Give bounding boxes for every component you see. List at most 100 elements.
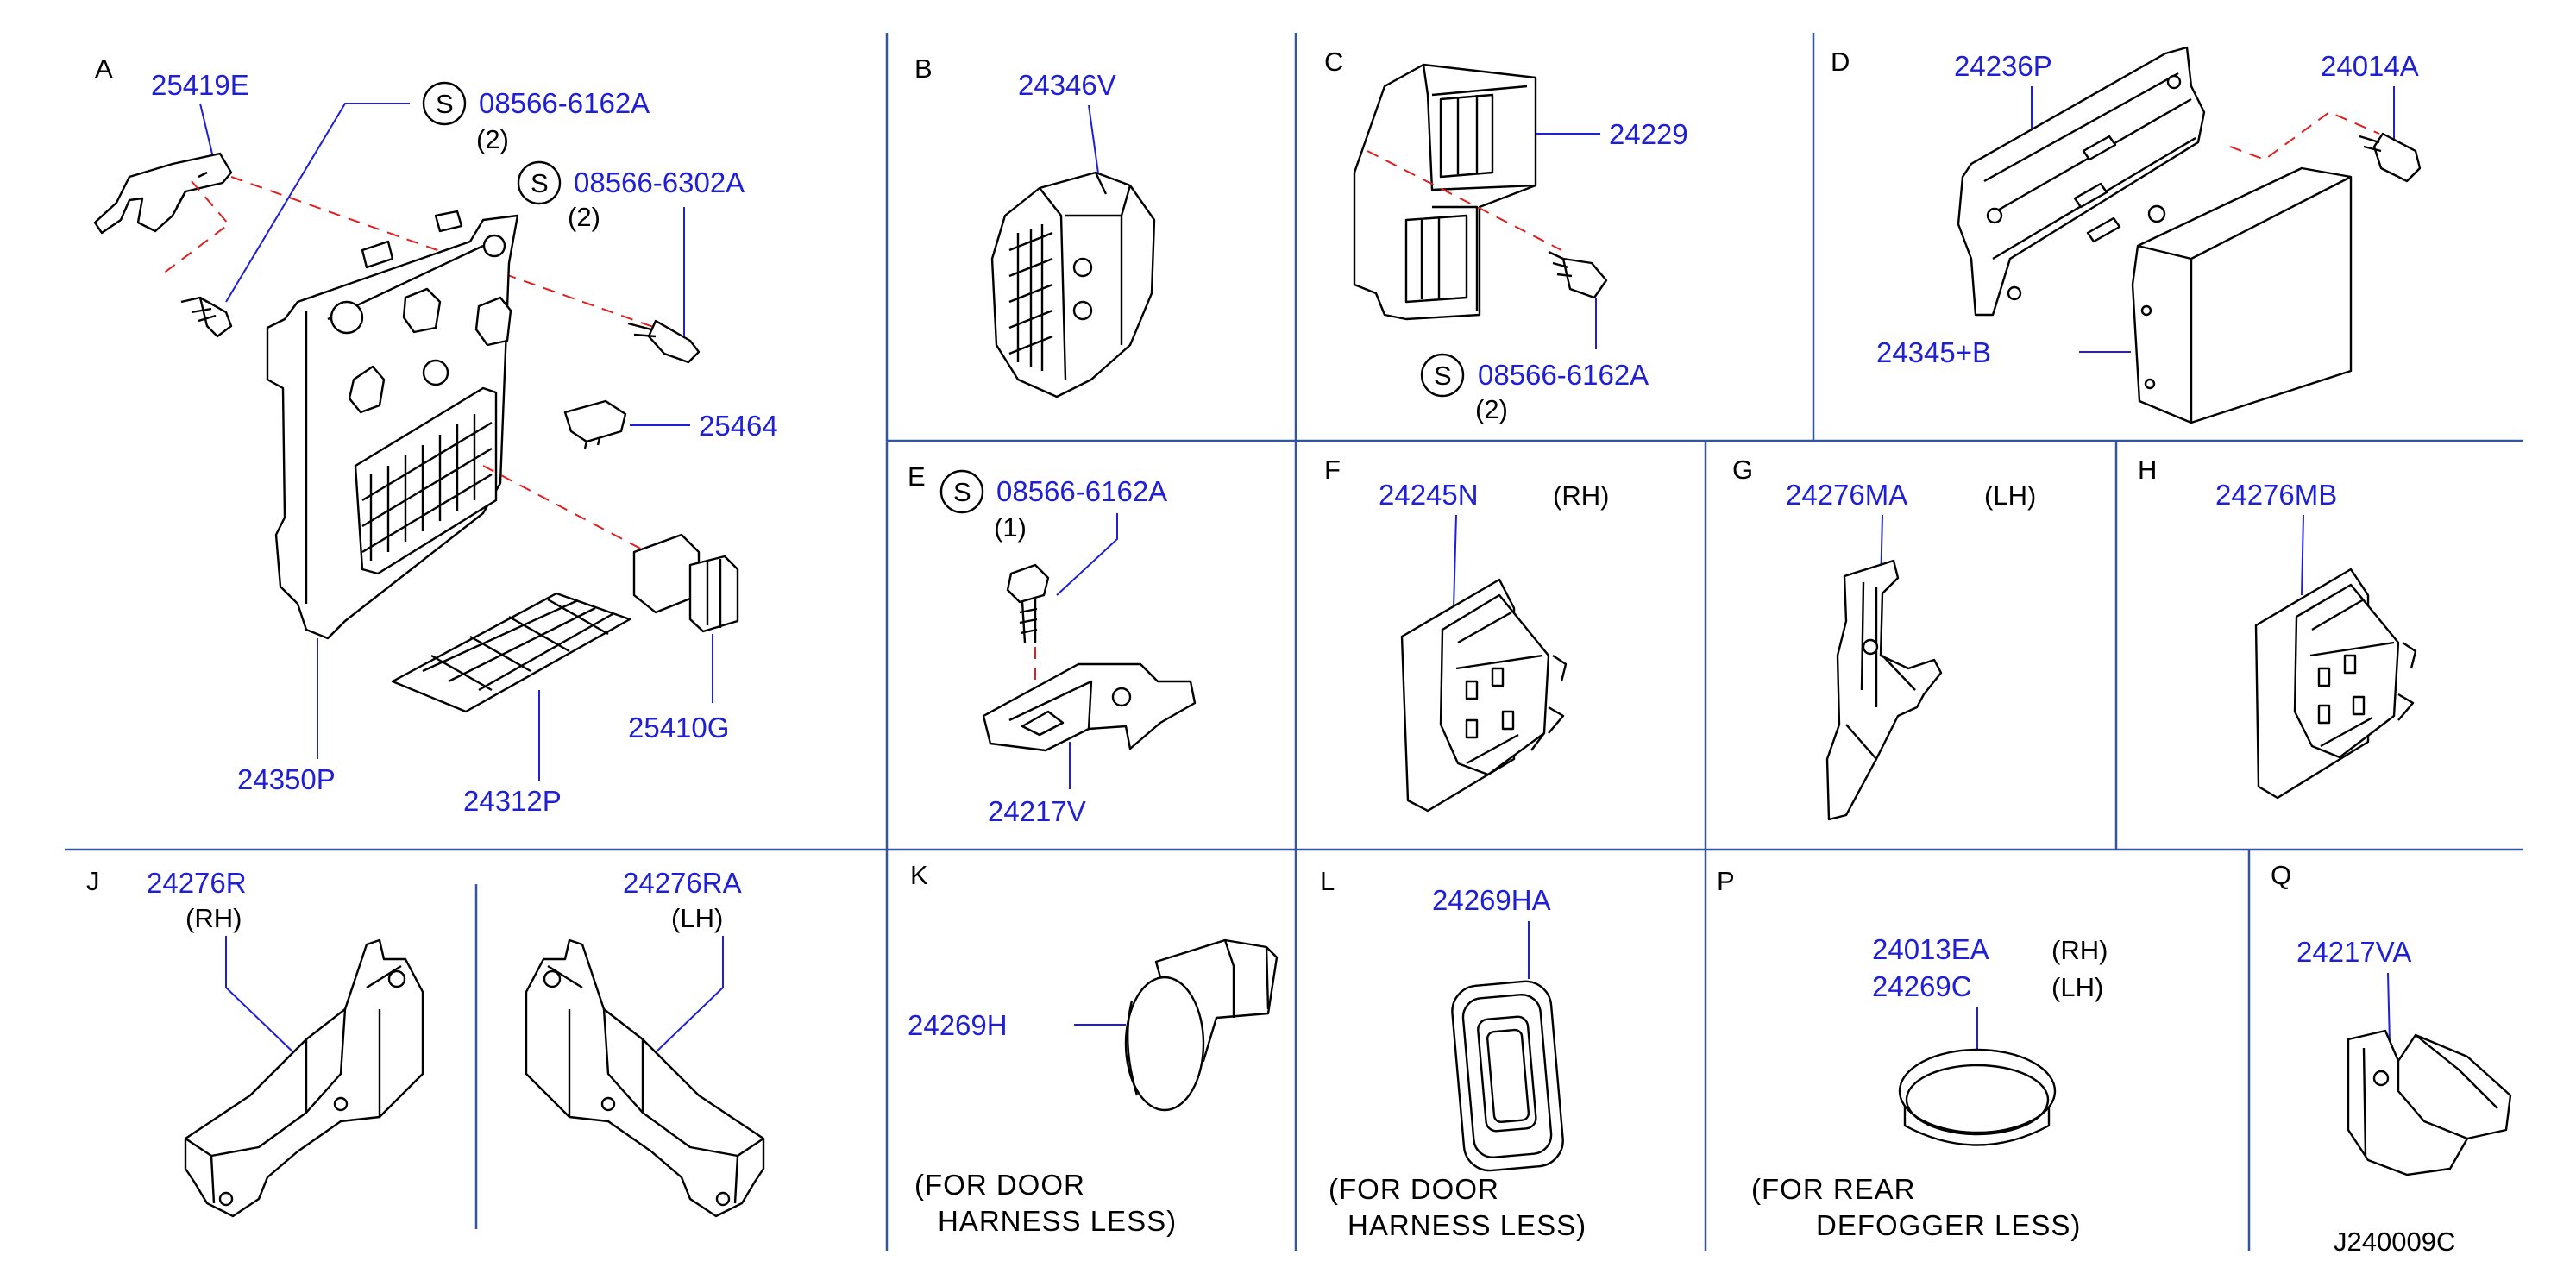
panel-k: K 24269H (FOR DOOR HARNESS LESS) <box>908 860 1279 1237</box>
panel-letter-l: L <box>1320 866 1335 896</box>
standard-part-s-circle-2 <box>517 160 562 205</box>
bracket-24276r-drawing <box>184 938 424 1218</box>
figure-code: J240009C <box>2334 1227 2455 1257</box>
panel-letter-e: E <box>908 461 926 492</box>
panel-q: Q 24217VA J240009C <box>2271 860 2512 1257</box>
panel-letter-d: D <box>1831 47 1850 77</box>
panel-dividers <box>65 33 2523 1251</box>
bracket-25419e-drawing <box>93 152 233 235</box>
side-lh-j: (LH) <box>671 903 723 933</box>
panel-p: P 24013EA (RH) 24269C (LH) (FOR REAR DEF… <box>1717 866 2108 1241</box>
part-number-24013ea[interactable]: 24013EA <box>1872 933 1989 965</box>
part-number-24312p[interactable]: 24312P <box>463 785 562 817</box>
note-p-line1: (FOR REAR <box>1751 1173 1916 1205</box>
plug-24013ea-drawing <box>1898 1048 2057 1146</box>
panel-j: J 24276R (RH) 24276RA (LH) <box>86 866 765 1218</box>
s-symbol-4: S <box>953 477 971 507</box>
s-symbol-3: S <box>1434 361 1452 391</box>
part-number-08566-6162a[interactable]: 08566-6162A <box>479 87 650 119</box>
control-unit-24345b-drawing <box>2131 166 2353 424</box>
panel-letter-q: Q <box>2271 860 2291 890</box>
bracket-24276ra-drawing <box>525 938 765 1218</box>
part-number-24350p[interactable]: 24350P <box>237 763 336 795</box>
panel-letter-b: B <box>914 53 933 84</box>
part-number-24217va[interactable]: 24217VA <box>2296 936 2411 968</box>
panel-l: L 24269HA (FOR DOOR HARNESS LESS) <box>1320 866 1586 1241</box>
fuse-block-24350p-drawing <box>266 210 519 640</box>
part-number-24269h[interactable]: 24269H <box>908 1009 1008 1041</box>
bolt-24014a-drawing <box>2359 132 2422 183</box>
side-rh-j: (RH) <box>185 903 242 933</box>
bracket-24276ma-drawing <box>1825 559 1943 821</box>
panel-letter-f: F <box>1324 455 1341 485</box>
note-l-line1: (FOR DOOR <box>1329 1173 1499 1205</box>
part-number-24229[interactable]: 24229 <box>1609 118 1688 150</box>
fuse-25464-drawing <box>563 399 627 449</box>
side-rh-f: (RH) <box>1553 480 1609 511</box>
standard-part-s-circle <box>422 81 467 126</box>
panel-f: F 24245N (RH) <box>1324 455 1609 813</box>
panel-a: A 25419E S 08566-6162A (2) S 08566-6302A… <box>93 53 778 817</box>
screw-e-drawing <box>1006 563 1050 643</box>
connector-25410g-drawing <box>632 533 739 633</box>
quantity-2b: (2) <box>568 202 600 232</box>
panel-letter-a: A <box>95 53 113 84</box>
part-number-25410g[interactable]: 25410G <box>628 712 729 744</box>
bracket-24245n-drawing <box>1400 578 1568 813</box>
s-symbol: S <box>436 89 454 119</box>
part-number-24014a[interactable]: 24014A <box>2321 50 2419 82</box>
s-symbol-2: S <box>531 168 549 198</box>
part-number-24269c[interactable]: 24269C <box>1872 970 1972 1002</box>
quantity-2: (2) <box>476 124 509 154</box>
panel-d: D 24236P 24014A 24345+B <box>1831 46 2422 424</box>
panel-letter-g: G <box>1732 455 1753 485</box>
bolt-drawing <box>627 319 701 364</box>
side-rh-p: (RH) <box>2051 935 2108 965</box>
part-number-24245n[interactable]: 24245N <box>1379 479 1479 511</box>
quantity-2c: (2) <box>1475 394 1508 424</box>
part-number-08566-6302a[interactable]: 08566-6302A <box>574 166 745 198</box>
screw-drawing <box>180 296 233 338</box>
note-p-line2: DEFOGGER LESS) <box>1816 1209 2081 1241</box>
note-k-line1: (FOR DOOR <box>914 1169 1085 1201</box>
panel-letter-j: J <box>86 866 100 896</box>
panel-letter-k: K <box>910 860 928 890</box>
clip-24217va-drawing <box>2347 1029 2512 1176</box>
panel-h: H 24276MB <box>2138 455 2417 800</box>
screw-c-drawing <box>1548 250 1608 299</box>
bracket-24276mb-drawing <box>2254 568 2417 800</box>
part-number-24345b[interactable]: 24345+B <box>1876 336 1991 368</box>
standard-part-s-circle-3 <box>1420 353 1465 398</box>
part-number-08566-6162a-e[interactable]: 08566-6162A <box>996 475 1167 507</box>
part-number-08566-6162a-c[interactable]: 08566-6162A <box>1478 359 1649 391</box>
panel-c: C 24229 S 08566-6162A (2) <box>1324 47 1688 424</box>
relay-24346v-drawing <box>990 171 1156 398</box>
note-l-line2: HARNESS LESS) <box>1348 1209 1586 1241</box>
bracket-24217v-drawing <box>982 662 1197 752</box>
panel-g: G 24276MA (LH) <box>1732 455 2036 821</box>
bracket-24229-drawing <box>1353 63 1537 321</box>
side-lh-p: (LH) <box>2051 972 2103 1002</box>
quantity-1: (1) <box>994 512 1027 543</box>
part-number-24236p[interactable]: 24236P <box>1954 50 2052 82</box>
part-number-24276r[interactable]: 24276R <box>147 867 247 899</box>
part-number-24276ma[interactable]: 24276MA <box>1786 479 1907 511</box>
grommet-24269h-drawing <box>1124 938 1279 1112</box>
part-number-24346v[interactable]: 24346V <box>1018 69 1116 101</box>
cover-24312p-drawing <box>391 592 631 713</box>
grommet-24269ha-drawing <box>1451 980 1564 1172</box>
part-number-25419e[interactable]: 25419E <box>151 69 249 101</box>
part-number-25464[interactable]: 25464 <box>699 410 778 442</box>
standard-part-s-circle-4 <box>939 469 984 514</box>
side-lh-g: (LH) <box>1984 480 2036 511</box>
panel-letter-c: C <box>1324 47 1343 77</box>
part-number-24276ra[interactable]: 24276RA <box>623 867 742 899</box>
part-number-24276mb[interactable]: 24276MB <box>2215 479 2337 511</box>
part-number-24269ha[interactable]: 24269HA <box>1432 884 1551 916</box>
panel-letter-h: H <box>2138 455 2157 485</box>
panel-e: E S 08566-6162A (1) 24217V <box>908 461 1197 827</box>
panel-letter-p: P <box>1717 866 1735 896</box>
part-number-24217v[interactable]: 24217V <box>988 795 1086 827</box>
note-k-line2: HARNESS LESS) <box>938 1205 1177 1237</box>
